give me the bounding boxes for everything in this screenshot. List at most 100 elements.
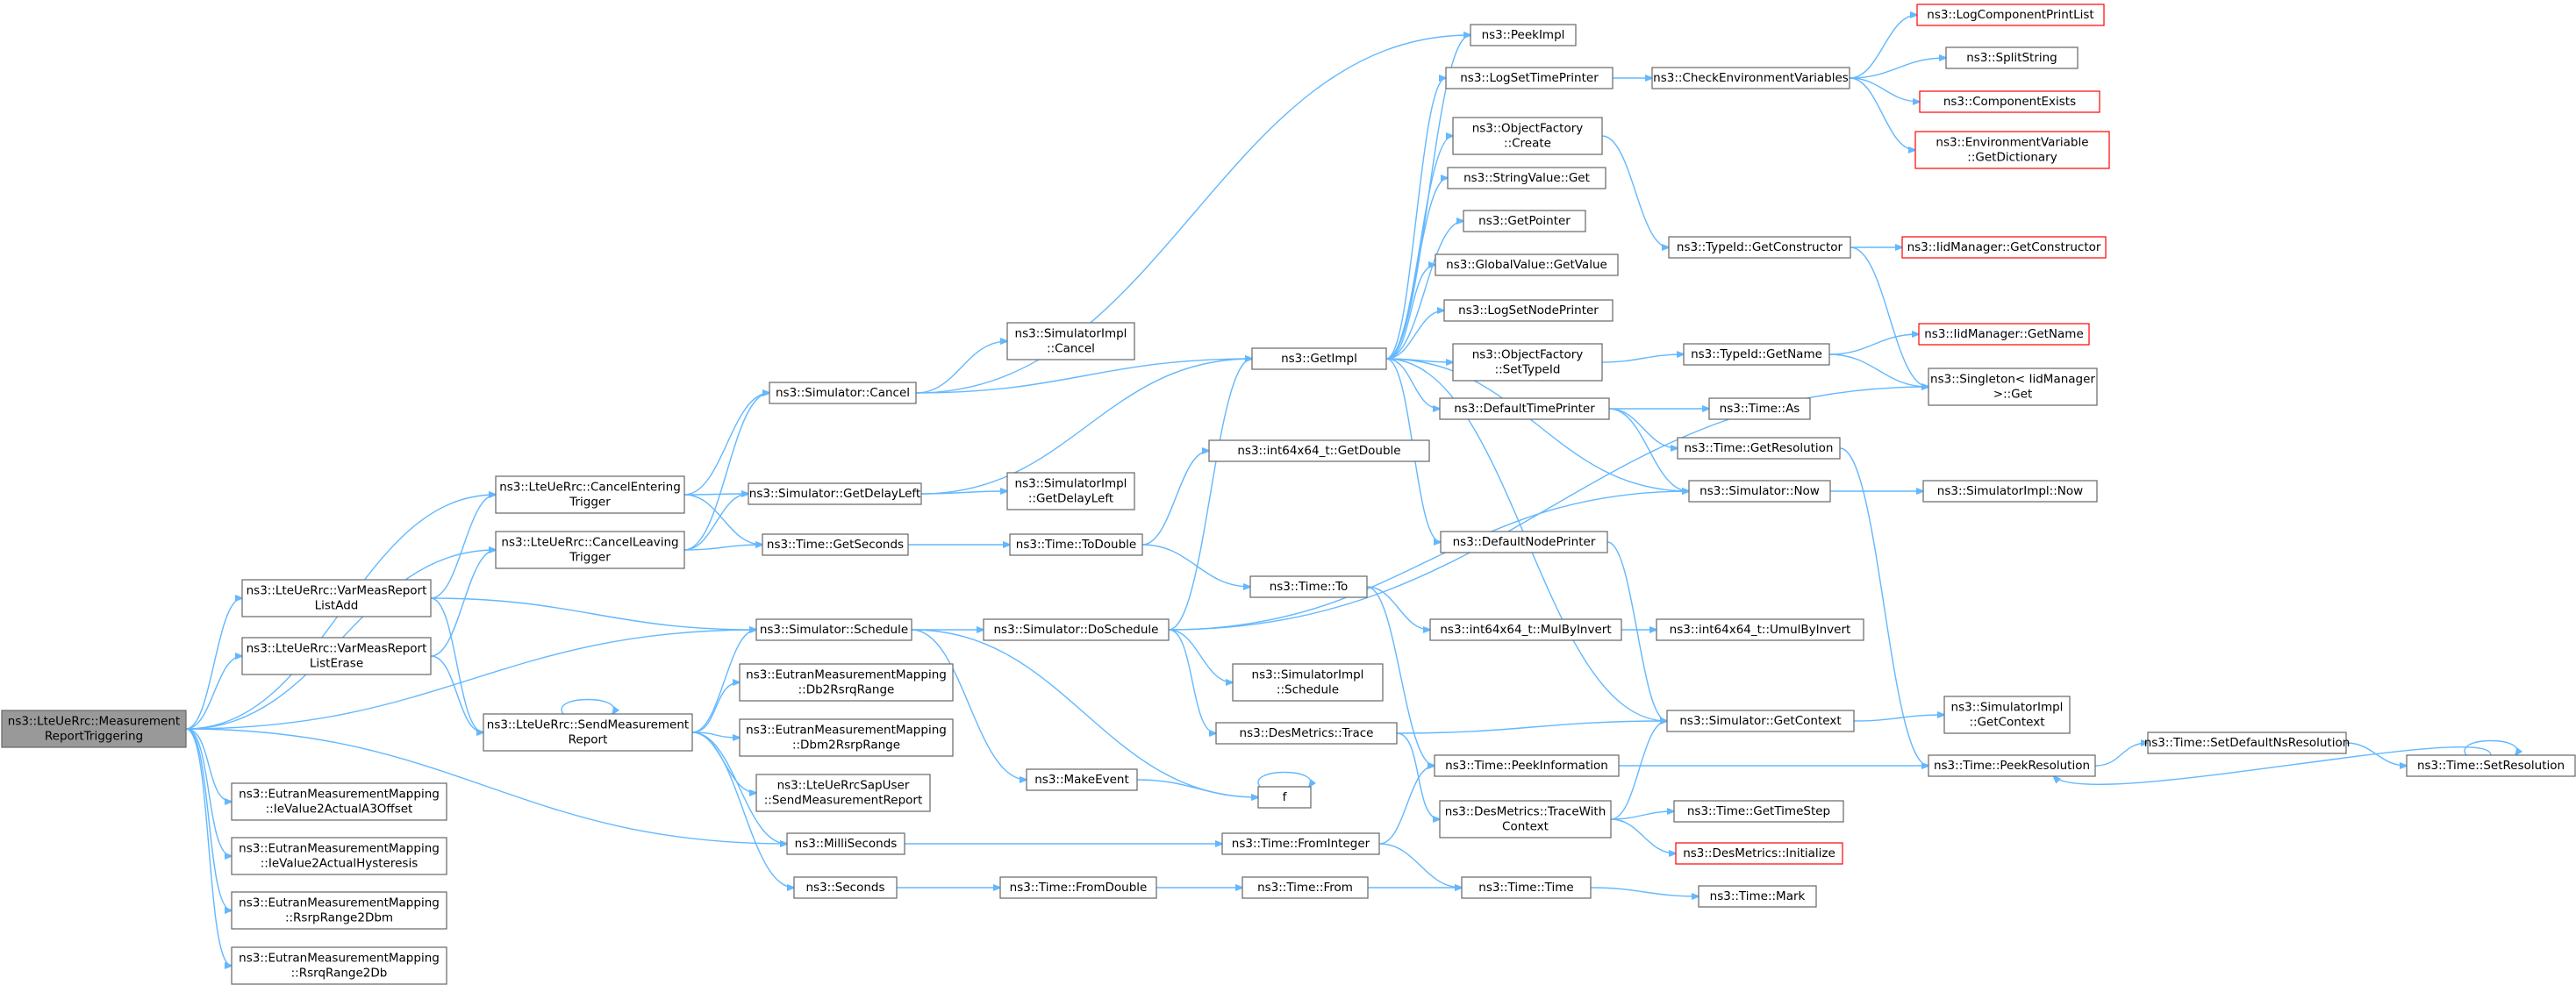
node-label: ::Schedule: [1277, 683, 1339, 697]
edge-getImpl-to-ofCreate: [1385, 136, 1453, 360]
node-globalVal[interactable]: ns3::GlobalValue::GetValue: [1435, 253, 1619, 276]
node-label: ns3::Time::FromDouble: [1010, 881, 1148, 895]
node-label: ns3::Time::As: [1720, 402, 1800, 416]
edge-varAdd-to-sendMeas: [430, 597, 483, 732]
node-toDouble[interactable]: ns3::Time::ToDouble: [1009, 533, 1143, 556]
node-int64GetDouble[interactable]: ns3::int64x64_t::GetDouble: [1208, 439, 1430, 462]
node-implNow[interactable]: ns3::SimulatorImpl::Now: [1922, 480, 2098, 503]
node-setDefaultNs[interactable]: ns3::Time::SetDefaultNsResolution: [2144, 732, 2351, 754]
node-timeAs[interactable]: ns3::Time::As: [1708, 397, 1811, 420]
node-label: Trigger: [569, 551, 611, 565]
node-splitString[interactable]: ns3::SplitString: [1945, 46, 2079, 69]
node-timeTime[interactable]: ns3::Time::Time: [1461, 876, 1592, 899]
node-seconds[interactable]: ns3::Seconds: [793, 876, 898, 899]
node-f[interactable]: f: [1257, 786, 1312, 809]
node-timeFrom[interactable]: ns3::Time::From: [1241, 876, 1369, 899]
node-getImpl[interactable]: ns3::GetImpl: [1251, 347, 1387, 370]
node-makeEvent[interactable]: ns3::MakeEvent: [1026, 768, 1138, 791]
node-label: ::GetDictionary: [1967, 151, 2057, 165]
node-ofCreate[interactable]: ns3::ObjectFactory::Create: [1452, 117, 1603, 155]
node-milli[interactable]: ns3::MilliSeconds: [786, 832, 905, 855]
node-simCancel[interactable]: ns3::Simulator::Cancel: [769, 382, 917, 404]
node-ofSetTypeId[interactable]: ns3::ObjectFactory::SetTypeId: [1452, 343, 1603, 382]
node-dbm2rsrp[interactable]: ns3::EutranMeasurementMapping::Dbm2RsrpR…: [739, 718, 954, 757]
node-mulByInvert[interactable]: ns3::int64x64_t::MulByInvert: [1429, 618, 1622, 641]
node-implDelayLeft[interactable]: ns3::SimulatorImpl::GetDelayLeft: [1006, 472, 1135, 510]
node-box: [1688, 480, 1831, 503]
node-getPointer[interactable]: ns3::GetPointer: [1463, 210, 1586, 232]
node-box: [1666, 710, 1855, 732]
node-logSetTime[interactable]: ns3::LogSetTimePrinter: [1445, 67, 1614, 89]
node-simNow[interactable]: ns3::Simulator::Now: [1688, 480, 1831, 503]
node-implCancel[interactable]: ns3::SimulatorImpl::Cancel: [1006, 322, 1135, 360]
node-schedule[interactable]: ns3::Simulator::Schedule: [755, 618, 912, 641]
node-rsrp2dbm[interactable]: ns3::EutranMeasurementMapping::RsrpRange…: [231, 891, 447, 930]
node-rsrq2db[interactable]: ns3::EutranMeasurementMapping::RsrqRange…: [231, 946, 447, 985]
node-label: ns3::Time::ToDouble: [1016, 538, 1136, 552]
node-logCompPrint[interactable]: ns3::LogComponentPrintList: [1916, 4, 2105, 26]
node-peekResolution[interactable]: ns3::Time::PeekResolution: [1928, 754, 2096, 777]
node-ieA3[interactable]: ns3::EutranMeasurementMapping::IeValue2A…: [231, 782, 447, 821]
node-compExists[interactable]: ns3::ComponentExists: [1919, 90, 2100, 113]
node-label: ns3::LteUeRrc::CancelEntering: [499, 481, 681, 495]
node-label: ns3::DefaultNodePrinter: [1453, 535, 1596, 549]
node-label: ns3::LteUeRrc::VarMeasReport: [247, 642, 427, 656]
node-strValGet[interactable]: ns3::StringValue::Get: [1447, 167, 1606, 189]
node-getCtor[interactable]: ns3::TypeId::GetConstructor: [1668, 236, 1851, 259]
node-setResolution[interactable]: ns3::Time::SetResolution: [2406, 754, 2576, 777]
node-label: ns3::LogSetNodePrinter: [1458, 303, 1599, 318]
node-logSetNode[interactable]: ns3::LogSetNodePrinter: [1443, 299, 1614, 322]
edge-defTimePrinter-to-simNow: [1608, 408, 1689, 491]
node-umulByInvert[interactable]: ns3::int64x64_t::UmulByInvert: [1656, 618, 1864, 641]
node-fromInteger[interactable]: ns3::Time::FromInteger: [1221, 832, 1380, 855]
node-getTimeStep[interactable]: ns3::Time::GetTimeStep: [1673, 800, 1844, 823]
node-sendMeas[interactable]: ns3::LteUeRrc::SendMeasurementReport: [483, 713, 693, 752]
node-box: [1241, 876, 1369, 899]
edge-defTimePrinter-to-getResolution: [1608, 408, 1678, 448]
edge-getCtor-to-singletonGet: [1850, 246, 1928, 387]
node-sapUser[interactable]: ns3::LteUeRrcSapUser::SendMeasurementRep…: [755, 774, 931, 812]
node-ieHyst[interactable]: ns3::EutranMeasurementMapping::IeValue2A…: [231, 837, 447, 875]
node-box: [1249, 575, 1368, 598]
edge-getImpl-to-logSetNode: [1385, 310, 1444, 360]
node-root[interactable]: ns3::LteUeRrc::MeasurementReportTriggeri…: [1, 710, 187, 748]
node-fromDouble[interactable]: ns3::Time::FromDouble: [999, 876, 1157, 899]
node-label: f: [1283, 790, 1288, 804]
node-box: [1006, 322, 1135, 360]
node-label: ns3::Time::SetResolution: [2417, 759, 2565, 773]
node-peekInfo[interactable]: ns3::Time::PeekInformation: [1434, 754, 1620, 777]
node-defNodePrinter[interactable]: ns3::DefaultNodePrinter: [1440, 531, 1608, 553]
node-getDelayLeft[interactable]: ns3::Simulator::GetDelayLeft: [748, 482, 922, 505]
edge-desTrace-to-getContext: [1396, 721, 1667, 734]
node-timeTo[interactable]: ns3::Time::To: [1249, 575, 1368, 598]
node-implSchedule[interactable]: ns3::SimulatorImpl::Schedule: [1232, 663, 1384, 702]
node-box: [1901, 236, 2107, 259]
node-defTimePrinter[interactable]: ns3::DefaultTimePrinter: [1439, 397, 1610, 420]
node-iidGetCtor[interactable]: ns3::IidManager::GetConstructor: [1901, 236, 2107, 259]
edge-cancelEntering-to-getDelayLeft: [683, 494, 748, 495]
edge-fromInteger-to-peekInfo: [1378, 766, 1435, 845]
node-label: ns3::EnvironmentVariable: [1936, 136, 2088, 150]
node-envGetDict[interactable]: ns3::EnvironmentVariable::GetDictionary: [1914, 131, 2110, 169]
node-iidGetName[interactable]: ns3::IidManager::GetName: [1918, 323, 2090, 346]
node-desInit[interactable]: ns3::DesMetrics::Initialize: [1675, 842, 1843, 865]
node-getSeconds[interactable]: ns3::Time::GetSeconds: [762, 533, 909, 556]
node-db2rsrq[interactable]: ns3::EutranMeasurementMapping::Db2RsrqRa…: [739, 663, 954, 702]
node-label: ns3::DesMetrics::TraceWith: [1445, 805, 1606, 819]
node-typeIdGetName[interactable]: ns3::TypeId::GetName: [1683, 343, 1830, 366]
node-timeMark[interactable]: ns3::Time::Mark: [1698, 885, 1817, 908]
node-getContext[interactable]: ns3::Simulator::GetContext: [1666, 710, 1855, 732]
node-singletonGet[interactable]: ns3::Singleton< IidManager >::Get: [1928, 368, 2098, 406]
edge-getImpl-to-logSetTime: [1385, 78, 1446, 360]
node-peekImpl[interactable]: ns3::PeekImpl: [1470, 24, 1577, 46]
node-checkEnv[interactable]: ns3::CheckEnvironmentVariables: [1651, 67, 1850, 89]
node-doSchedule[interactable]: ns3::Simulator::DoSchedule: [983, 618, 1170, 641]
node-getResolution[interactable]: ns3::Time::GetResolution: [1677, 437, 1841, 460]
node-desTrace[interactable]: ns3::DesMetrics::Trace: [1215, 722, 1398, 745]
node-implGetCtx[interactable]: ns3::SimulatorImpl::GetContext: [1943, 696, 2071, 734]
